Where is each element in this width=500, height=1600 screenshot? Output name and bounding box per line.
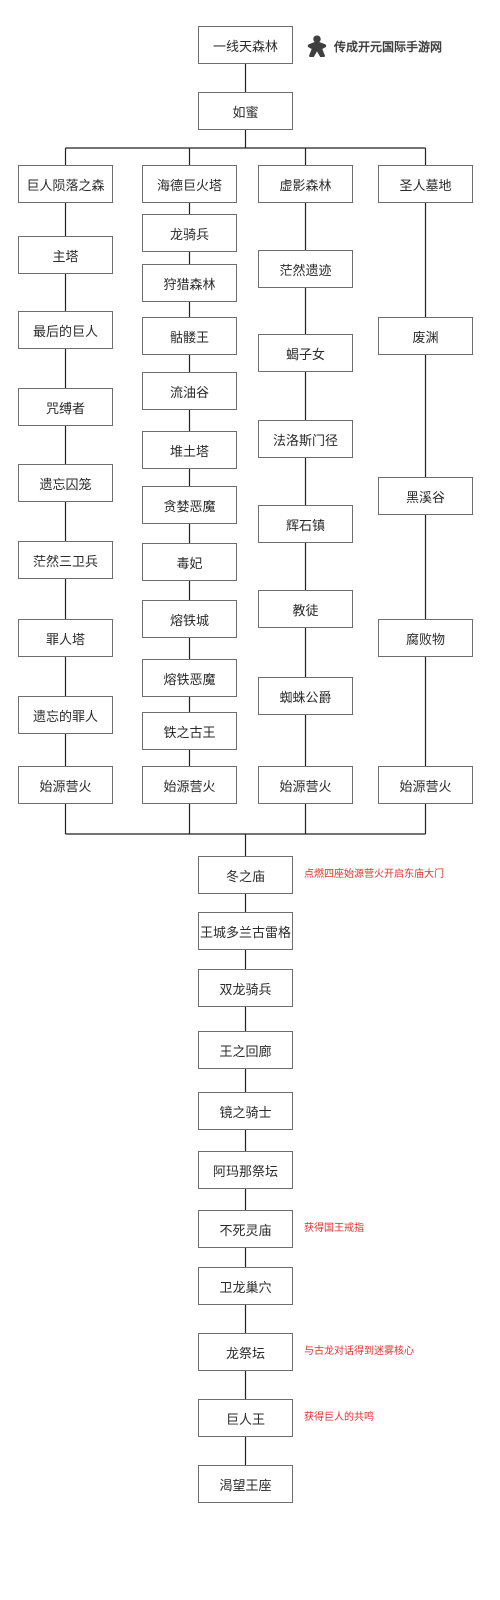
branch-4-node-1: 废渊 bbox=[378, 317, 473, 355]
node-bottom-3: 双龙骑兵 bbox=[198, 969, 293, 1007]
branch-2-node-3: 骷髅王 bbox=[142, 317, 237, 355]
branch-1-node-3: 咒缚者 bbox=[18, 388, 113, 426]
branch-1-node-4: 遗忘囚笼 bbox=[18, 464, 113, 502]
branch-1-title: 巨人陨落之森 bbox=[18, 165, 113, 203]
branch-2-node-6: 贪婪恶魔 bbox=[142, 486, 237, 524]
branch-4-node-3: 腐败物 bbox=[378, 619, 473, 657]
node-top-2: 如蜜 bbox=[198, 92, 293, 130]
branch-2-node-4: 流油谷 bbox=[142, 372, 237, 410]
branch-1-node-8: 始源营火 bbox=[18, 766, 113, 804]
branch-4-title: 圣人墓地 bbox=[378, 165, 473, 203]
branch-4-node-2: 黑溪谷 bbox=[378, 477, 473, 515]
annotation-note-2: 获得国王戒指 bbox=[304, 1223, 364, 1234]
branch-2-node-2: 狩猎森林 bbox=[142, 264, 237, 302]
branch-3-node-5: 教徒 bbox=[258, 590, 353, 628]
branch-2-node-9: 熔铁恶魔 bbox=[142, 659, 237, 697]
branch-1-node-5: 茫然三卫兵 bbox=[18, 541, 113, 579]
node-top-1: 一线天森林 bbox=[198, 26, 293, 64]
branch-2-node-8: 熔铁城 bbox=[142, 600, 237, 638]
annotation-note-4: 获得巨人的共鸣 bbox=[304, 1412, 374, 1423]
node-bottom-5: 镜之骑士 bbox=[198, 1092, 293, 1130]
node-bottom-2: 王城多兰古雷格 bbox=[198, 912, 293, 950]
node-bottom-6: 阿玛那祭坛 bbox=[198, 1151, 293, 1189]
watermark: 传成开元国际手游网 bbox=[305, 34, 442, 58]
branch-3-node-7: 始源营火 bbox=[258, 766, 353, 804]
node-bottom-8: 卫龙巢穴 bbox=[198, 1267, 293, 1305]
meeple-icon bbox=[307, 35, 327, 57]
node-bottom-1: 冬之庙 bbox=[198, 856, 293, 894]
branch-3-node-6: 蜘蛛公爵 bbox=[258, 677, 353, 715]
branch-3-title: 虚影森林 bbox=[258, 165, 353, 203]
node-bottom-10: 巨人王 bbox=[198, 1399, 293, 1437]
branch-3-node-3: 法洛斯门径 bbox=[258, 420, 353, 458]
node-bottom-7: 不死灵庙 bbox=[198, 1210, 293, 1248]
node-bottom-11: 渴望王座 bbox=[198, 1465, 293, 1503]
branch-2-node-5: 堆土塔 bbox=[142, 431, 237, 469]
branch-3-node-4: 辉石镇 bbox=[258, 505, 353, 543]
branch-3-node-1: 茫然遗迹 bbox=[258, 250, 353, 288]
branch-4-node-4: 始源营火 bbox=[378, 766, 473, 804]
branch-3-node-2: 蝎子女 bbox=[258, 334, 353, 372]
branch-2-title: 海德巨火塔 bbox=[142, 165, 237, 203]
watermark-text: 传成开元国际手游网 bbox=[334, 39, 443, 54]
branch-2-node-10: 铁之古王 bbox=[142, 712, 237, 750]
annotation-note-1: 点燃四座始源营火开启东庙大门 bbox=[304, 869, 444, 880]
branch-2-node-11: 始源营火 bbox=[142, 766, 237, 804]
branch-1-node-2: 最后的巨人 bbox=[18, 311, 113, 349]
annotation-note-3: 与古龙对话得到迷雾核心 bbox=[304, 1346, 414, 1357]
branch-2-node-7: 毒妃 bbox=[142, 543, 237, 581]
branch-1-node-7: 遗忘的罪人 bbox=[18, 696, 113, 734]
node-bottom-4: 王之回廊 bbox=[198, 1031, 293, 1069]
branch-2-node-1: 龙骑兵 bbox=[142, 214, 237, 252]
node-bottom-9: 龙祭坛 bbox=[198, 1333, 293, 1371]
branch-1-node-1: 主塔 bbox=[18, 236, 113, 274]
branch-1-node-6: 罪人塔 bbox=[18, 619, 113, 657]
